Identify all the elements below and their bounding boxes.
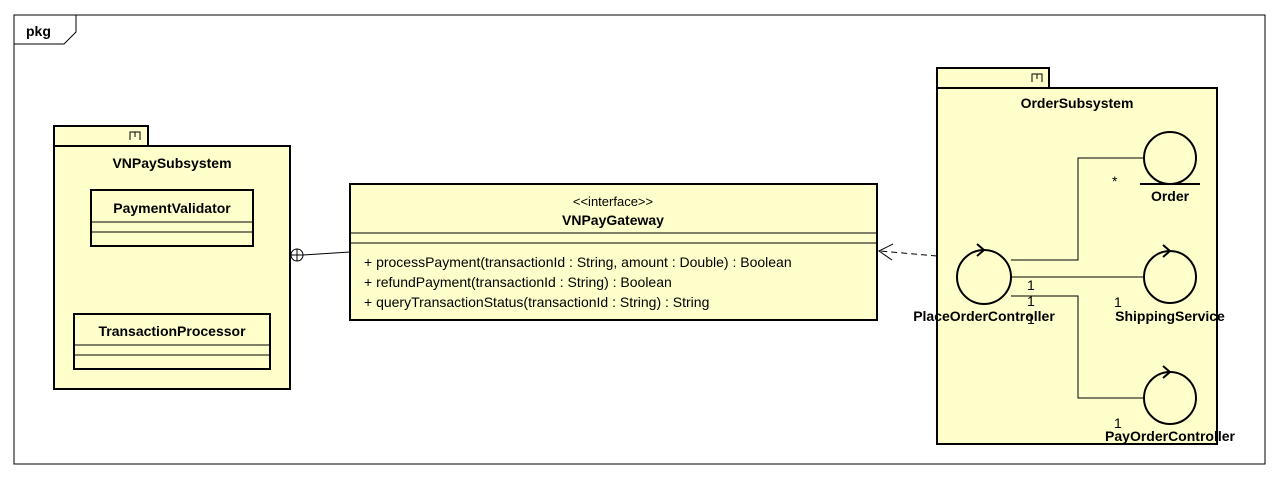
package-name: OrderSubsystem: [1021, 95, 1134, 111]
operation-process-payment: + processPayment(transactionId : String,…: [364, 254, 792, 270]
class-name: PaymentValidator: [113, 200, 231, 216]
interface-name: VNPayGateway: [562, 212, 664, 228]
operation-query-status: + queryTransactionStatus(transactionId :…: [364, 294, 709, 310]
interface-stereotype: <<interface>>: [573, 194, 653, 209]
controller-name: PlaceOrderController: [913, 308, 1055, 324]
entity-icon: [1140, 131, 1200, 185]
control-icon: [1143, 365, 1197, 425]
frame-label-tab: [13, 14, 77, 45]
control-icon: [956, 243, 1012, 305]
control-icon: [1143, 244, 1197, 304]
package-name: VNPaySubsystem: [112, 155, 231, 171]
dependency-arrow: [878, 243, 938, 261]
class-transaction-processor[interactable]: TransactionProcessor: [73, 313, 271, 370]
place-order-controller[interactable]: PlaceOrderController: [913, 243, 1055, 324]
entity-name: Order: [1151, 188, 1190, 204]
shipping-name: ShippingService: [1115, 308, 1225, 324]
operation-refund-payment: + refundPayment(transactionId : String) …: [364, 274, 672, 290]
shipping-service[interactable]: ShippingService: [1115, 244, 1225, 324]
package-icon: [1031, 73, 1043, 82]
package-tab: [53, 125, 149, 147]
nesting-connector: [290, 248, 351, 262]
pay-order-controller[interactable]: PayOrderController: [1105, 365, 1236, 444]
interface-vnpay-gateway[interactable]: <<interface>> VNPayGateway + processPaym…: [349, 183, 878, 321]
vnpay-subsystem-package[interactable]: VNPaySubsystem PaymentValidator Transact…: [53, 125, 291, 390]
association-lines: [1011, 157, 1143, 399]
pay-controller-name: PayOrderController: [1105, 428, 1235, 444]
multiplicity-controller-shipping-end: 1: [1027, 293, 1035, 309]
class-payment-validator[interactable]: PaymentValidator: [90, 189, 254, 247]
package-icon: [129, 131, 141, 140]
frame-label: pkg: [26, 23, 51, 39]
multiplicity-order-end: *: [1112, 173, 1118, 189]
multiplicity-controller-pay-end: 1: [1027, 311, 1035, 327]
multiplicity-controller-order-end: 1: [1027, 277, 1035, 293]
class-name: TransactionProcessor: [98, 323, 246, 339]
multiplicity-shipping-end: 1: [1114, 294, 1122, 310]
order-entity[interactable]: Order: [1140, 131, 1200, 204]
multiplicity-pay-end: 1: [1114, 415, 1122, 431]
